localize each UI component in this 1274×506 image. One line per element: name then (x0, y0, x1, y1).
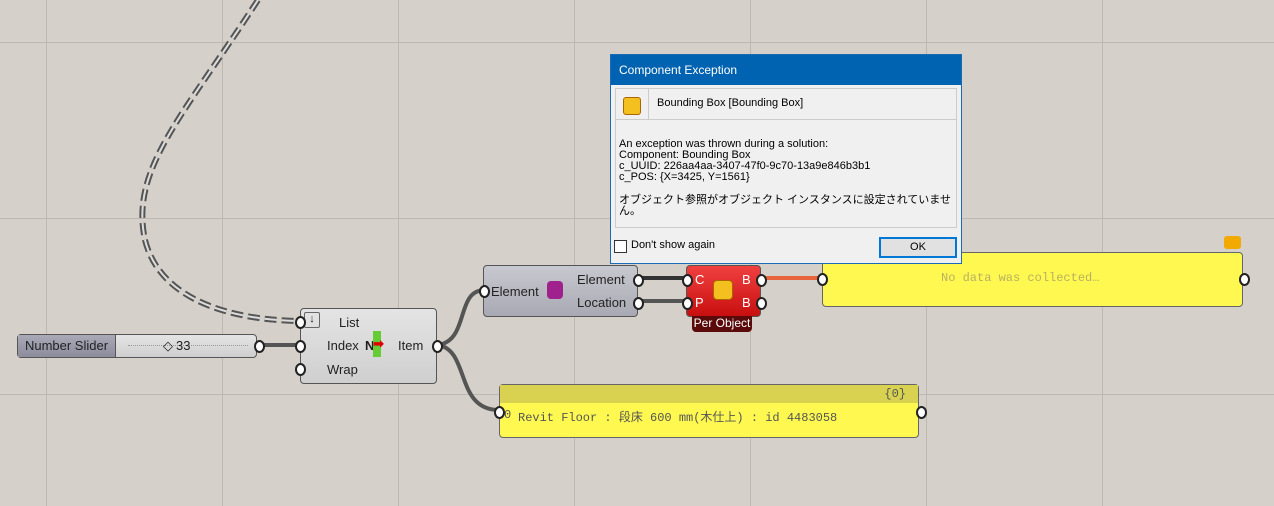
grip[interactable] (479, 285, 490, 298)
input-list[interactable]: List (339, 315, 360, 330)
grip[interactable] (756, 274, 767, 287)
panel-header (500, 385, 918, 403)
input-wrap[interactable]: Wrap (327, 362, 358, 377)
empty-panel[interactable]: No data was collected… (817, 252, 1250, 307)
grip[interactable] (432, 340, 443, 353)
dialog-body: Bounding Box [Bounding Box] An exception… (615, 88, 957, 228)
number-slider[interactable]: Number Slider ◇ 33 (17, 334, 265, 358)
list-item-icon: N (365, 338, 375, 353)
flatten-icon: ↓ (304, 312, 320, 328)
list-item-arrow-icon (373, 331, 381, 357)
grip[interactable] (633, 297, 644, 310)
grip[interactable] (295, 340, 306, 353)
slider-handle-icon[interactable]: ◇ (163, 338, 173, 353)
input-c[interactable]: C (695, 272, 705, 287)
per-object-tag: Per Object (692, 316, 752, 332)
slider-track[interactable] (128, 345, 248, 346)
grip[interactable] (916, 406, 927, 419)
grip[interactable] (295, 316, 306, 329)
dont-show-checkbox[interactable] (614, 240, 627, 253)
data-panel[interactable]: {0} 0 Revit Floor : 段床 600 mm(木仕上) : id … (494, 384, 927, 438)
grip[interactable] (1239, 273, 1250, 286)
output-location[interactable]: Location (577, 295, 627, 310)
dont-show-label[interactable]: Don't show again (631, 239, 716, 251)
slider-value: 33 (176, 338, 191, 353)
dialog-line: c_UUID: 226aa4aa-3407-47f0-9c70-13a9e846… (619, 160, 871, 172)
grip[interactable] (682, 274, 693, 287)
panel-text: No data was collected… (941, 271, 1100, 285)
input-element[interactable]: Element (491, 284, 539, 299)
output-grip[interactable] (254, 340, 265, 353)
output-item[interactable]: Item (398, 338, 424, 353)
ok-button[interactable]: OK (879, 237, 957, 258)
component-exception-dialog: Component Exception Bounding Box [Boundi… (610, 54, 962, 264)
input-p[interactable]: P (695, 295, 704, 310)
element-icon (547, 281, 563, 299)
grip[interactable] (756, 297, 767, 310)
element-component[interactable]: Element Element Location (479, 265, 644, 317)
dialog-line: c_POS: {X=3425, Y=1561} (619, 171, 750, 183)
dialog-line: An exception was thrown during a solutio… (619, 138, 829, 150)
dialog-component-name: Bounding Box [Bounding Box] (657, 97, 804, 109)
slider-label: Number Slider (18, 335, 116, 357)
output-element[interactable]: Element (577, 272, 625, 287)
grip[interactable] (494, 406, 505, 419)
dice-icon (713, 280, 733, 300)
grip[interactable] (633, 274, 644, 287)
panel-index: 0 (504, 408, 512, 422)
list-item-component[interactable]: ↓ List Index Wrap N ➡ Item (295, 308, 443, 384)
grip[interactable] (682, 297, 693, 310)
bounding-box-component[interactable]: C P B B (682, 265, 767, 317)
dialog-message: オブジェクト参照がオブジェクト インスタンスに設定されていません。 (619, 194, 951, 217)
dice-icon (623, 97, 641, 115)
panel-path: {0} (884, 387, 906, 401)
grip[interactable] (295, 363, 306, 376)
grip[interactable] (817, 273, 828, 286)
output-b1[interactable]: B (742, 272, 751, 287)
panel-value: Revit Floor : 段床 600 mm(木仕上) : id 448305… (518, 411, 838, 425)
dialog-title: Component Exception (611, 55, 961, 85)
dialog-line: Component: Bounding Box (619, 149, 751, 161)
input-index[interactable]: Index (327, 338, 359, 353)
red-arrow-icon: ➡ (373, 336, 384, 351)
output-b2[interactable]: B (742, 295, 751, 310)
warning-balloon-icon[interactable] (1224, 236, 1241, 249)
